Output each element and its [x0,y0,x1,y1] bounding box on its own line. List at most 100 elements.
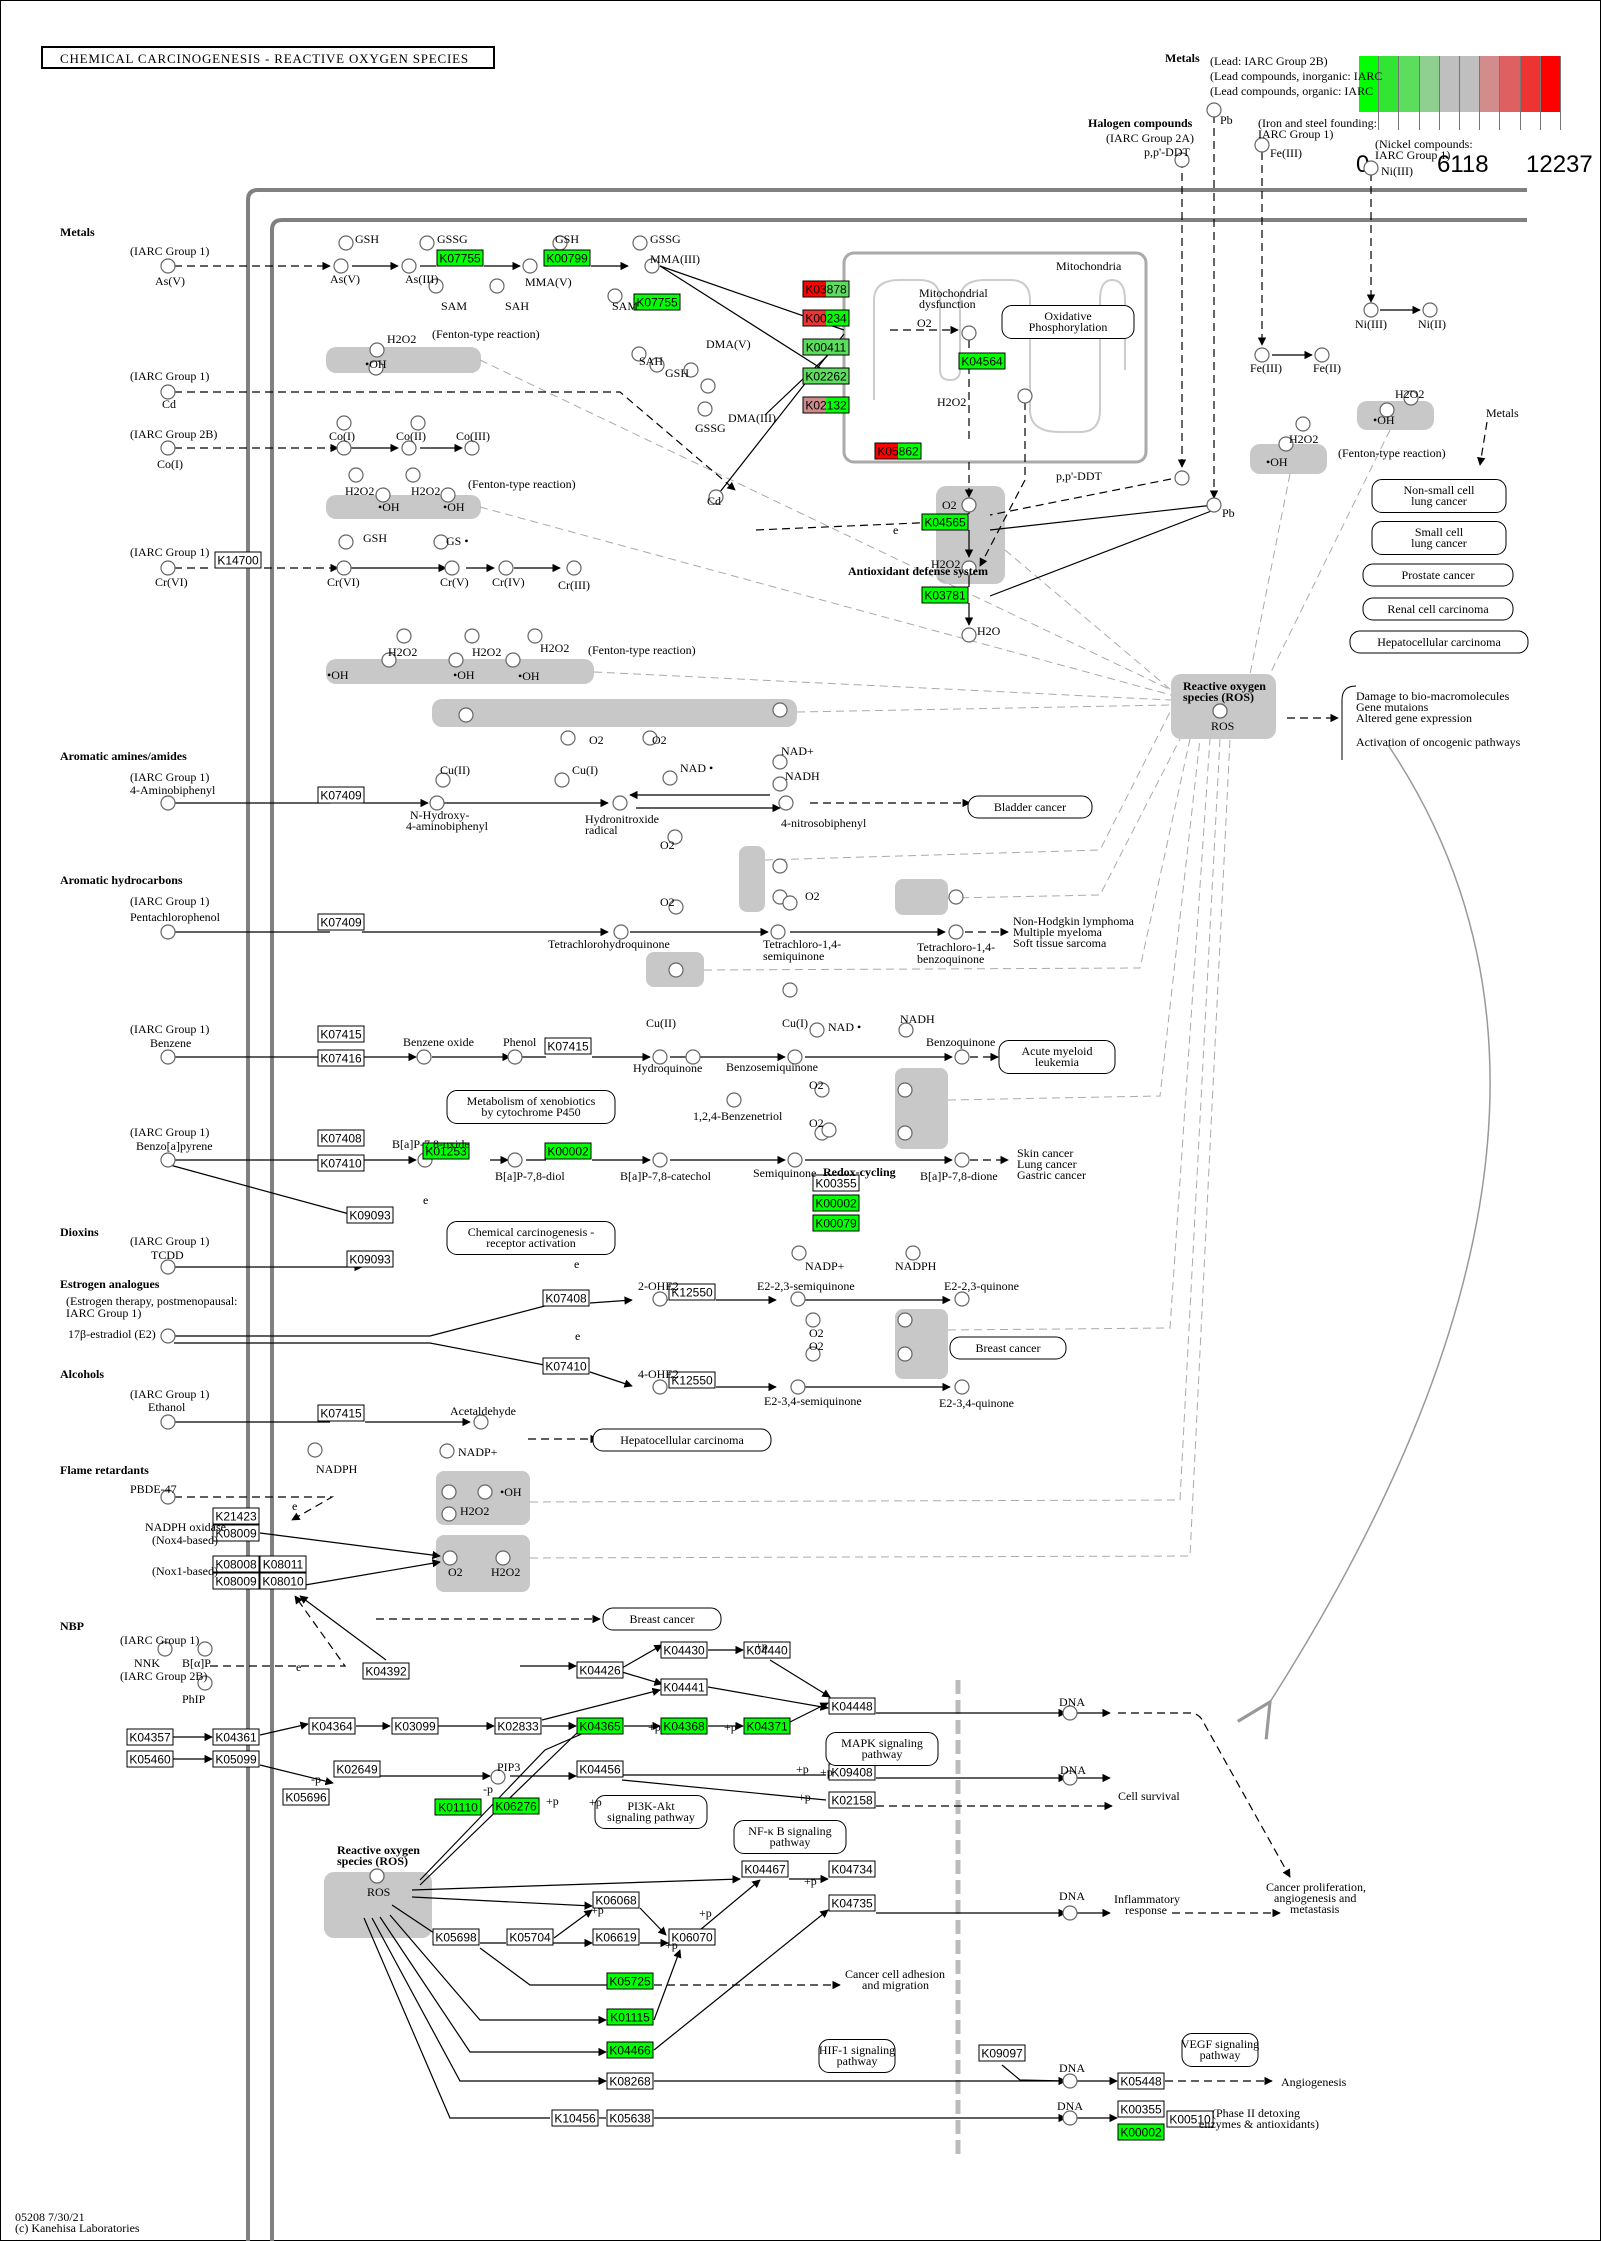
gene-box-k07755[interactable]: K07755 [436,249,484,267]
gene-box-k07409[interactable]: K07409 [317,913,365,931]
compound-node[interactable] [782,982,798,998]
compound-node[interactable] [160,795,176,811]
compound-node[interactable] [160,258,176,274]
gene-box-k05448[interactable]: K05448 [1117,2072,1165,2090]
compound-node[interactable] [477,1484,493,1500]
pathway-link[interactable]: Breast cancer [602,1607,722,1631]
gene-box-k08009[interactable]: K08009 [212,1524,260,1542]
compound-node[interactable] [814,1082,830,1098]
compound-node[interactable] [667,829,683,845]
compound-node[interactable] [1295,416,1311,432]
gene-box-k04368[interactable]: K04368 [660,1717,708,1735]
compound-node[interactable] [948,924,964,940]
compound-node[interactable] [612,795,628,811]
compound-node[interactable] [772,754,788,770]
compound-node[interactable] [458,707,474,723]
compound-node[interactable] [464,628,480,644]
pathway-link[interactable]: Hepatocellular carcinoma [592,1428,772,1452]
gene-box-k04734[interactable]: K04734 [828,1860,876,1878]
gene-box-k04364[interactable]: K04364 [308,1717,356,1735]
compound-node[interactable] [954,1291,970,1307]
compound-node[interactable] [160,1259,176,1275]
compound-node[interactable] [444,560,460,576]
compound-node[interactable] [160,1049,176,1065]
gene-box-k07415[interactable]: K07415 [317,1404,365,1422]
gene-box-k07409[interactable]: K07409 [317,786,365,804]
gene-box-k03781[interactable]: K03781 [921,586,969,604]
compound-node[interactable] [787,1152,803,1168]
compound-node[interactable] [905,1245,921,1261]
compound-node[interactable] [1379,402,1395,418]
compound-node[interactable] [160,924,176,940]
gene-box-k00510[interactable]: K00510 [1166,2110,1214,2128]
compound-node[interactable] [772,858,788,874]
compound-node[interactable] [505,652,521,668]
compound-node[interactable] [805,1312,821,1328]
compound-node[interactable] [1017,388,1033,404]
compound-node[interactable] [1206,497,1222,513]
pathway-link[interactable]: Prostate cancer [1362,563,1514,587]
compound-node[interactable] [160,1414,176,1430]
gene-box-k04456[interactable]: K04456 [576,1760,624,1778]
compound-node[interactable] [652,1049,668,1065]
compound-node[interactable] [961,560,977,576]
compound-node[interactable] [1363,302,1379,318]
gene-box-k00002[interactable]: K00002 [544,1142,592,1160]
gene-box-k04467[interactable]: K04467 [741,1860,789,1878]
gene-box-k07415[interactable]: K07415 [317,1025,365,1043]
compound-node[interactable] [1062,2110,1078,2126]
compound-node[interactable] [1174,152,1190,168]
gene-box-k05099[interactable]: K05099 [212,1750,260,1768]
compound-node[interactable] [441,1506,457,1522]
compound-node[interactable] [435,772,451,788]
gene-box-k12550[interactable]: K12550 [668,1371,716,1389]
compound-node[interactable] [805,1346,821,1362]
compound-node[interactable] [954,1379,970,1395]
compound-node[interactable] [368,360,384,376]
compound-node[interactable] [668,899,684,915]
gene-box-k08008[interactable]: K08008 [212,1555,260,1573]
compound-node[interactable] [157,1641,173,1657]
compound-node[interactable] [489,278,505,294]
gene-box-k21423[interactable]: K21423 [212,1507,260,1525]
gene-box-k09093[interactable]: K09093 [346,1250,394,1268]
compound-node[interactable] [1062,1770,1078,1786]
compound-node[interactable] [790,1379,806,1395]
gene-box-k09097[interactable]: K09097 [978,2044,1026,2062]
gene-box-k03878[interactable]: K03878 [802,280,850,298]
compound-node[interactable] [697,401,713,417]
gene-box-k00355[interactable]: K00355 [1117,2100,1165,2118]
compound-node[interactable] [336,560,352,576]
compound-node[interactable] [1062,2073,1078,2089]
compound-node[interactable] [336,440,352,456]
pathway-link[interactable]: Hepatocellular carcinoma [1349,630,1529,654]
compound-node[interactable] [307,1442,323,1458]
compound-node[interactable] [613,924,629,940]
compound-node[interactable] [473,1414,489,1430]
gene-box-k04371[interactable]: K04371 [743,1717,791,1735]
compound-node[interactable] [498,560,514,576]
gene-box-k06070[interactable]: K06070 [668,1928,716,1946]
compound-node[interactable] [439,1443,455,1459]
compound-node[interactable] [632,235,648,251]
compound-node[interactable] [1254,347,1270,363]
compound-node[interactable] [961,497,977,513]
compound-node[interactable] [375,487,391,503]
gene-box-k02649[interactable]: K02649 [333,1760,381,1778]
gene-box-k14700[interactable]: K14700 [214,551,262,569]
compound-node[interactable] [1278,436,1294,452]
compound-node[interactable] [442,1550,458,1566]
gene-box-k06276[interactable]: K06276 [492,1797,540,1815]
compound-node[interactable] [381,652,397,668]
gene-box-k05704[interactable]: K05704 [506,1928,554,1946]
compound-node[interactable] [560,730,576,746]
pathway-link[interactable]: Breast cancer [949,1336,1067,1360]
compound-node[interactable] [642,730,658,746]
compound-node[interactable] [527,628,543,644]
gene-box-k00411[interactable]: K00411 [802,338,850,356]
compound-node[interactable] [338,534,354,550]
compound-node[interactable] [662,770,678,786]
